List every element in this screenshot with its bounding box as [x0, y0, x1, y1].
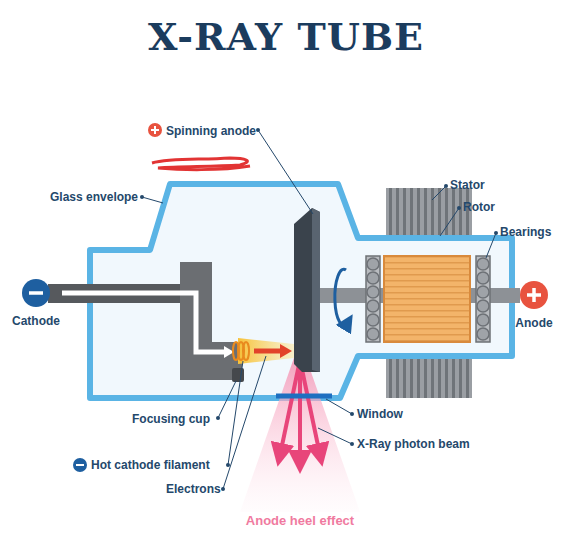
stator-top	[386, 188, 472, 240]
part-label: Rotor	[463, 200, 495, 214]
current-path	[62, 293, 226, 352]
electron-beam	[238, 338, 294, 364]
focusing-block	[180, 262, 242, 380]
part-label: Hot cathode filament	[91, 458, 210, 472]
redaction-scribble	[152, 158, 250, 170]
window	[276, 394, 332, 399]
part-label: Stator	[450, 178, 485, 192]
part-label: Window	[357, 407, 403, 421]
electron-arrow-head	[280, 344, 292, 358]
part-label: Cathode	[12, 314, 60, 328]
filament-coil	[233, 342, 249, 360]
part-label: Electrons	[166, 482, 221, 496]
photon-arrows	[280, 360, 320, 462]
minus-icon	[73, 458, 87, 472]
leader-lines	[142, 130, 496, 489]
minus-sign	[76, 464, 84, 466]
spinning-anode	[294, 208, 320, 372]
part-label: Focusing cup	[132, 412, 210, 426]
bearings	[366, 256, 490, 342]
part-label: Anode heel effect	[246, 514, 354, 528]
plus-sign	[154, 126, 156, 134]
rotation-arrow	[335, 269, 348, 325]
diagram-title: X-RAY TUBE	[0, 14, 572, 59]
plus-icon	[148, 123, 162, 137]
part-label: Bearings	[500, 225, 551, 239]
plus-sign	[532, 288, 536, 302]
cathode-terminal	[22, 279, 50, 307]
electron-arrow	[254, 349, 282, 354]
x-ray-beam	[240, 352, 360, 512]
rotor	[384, 256, 470, 342]
anode-terminal	[520, 281, 548, 309]
spinning-anode-edge	[312, 208, 320, 372]
part-label: X-Ray photon beam	[357, 437, 470, 451]
leader-dots	[140, 128, 498, 491]
part-label: Glass envelope	[50, 190, 138, 204]
part-label: Anode	[515, 316, 552, 330]
focusing-cup	[232, 368, 244, 382]
minus-sign	[29, 291, 43, 295]
part-label: Spinning anode	[166, 124, 256, 138]
